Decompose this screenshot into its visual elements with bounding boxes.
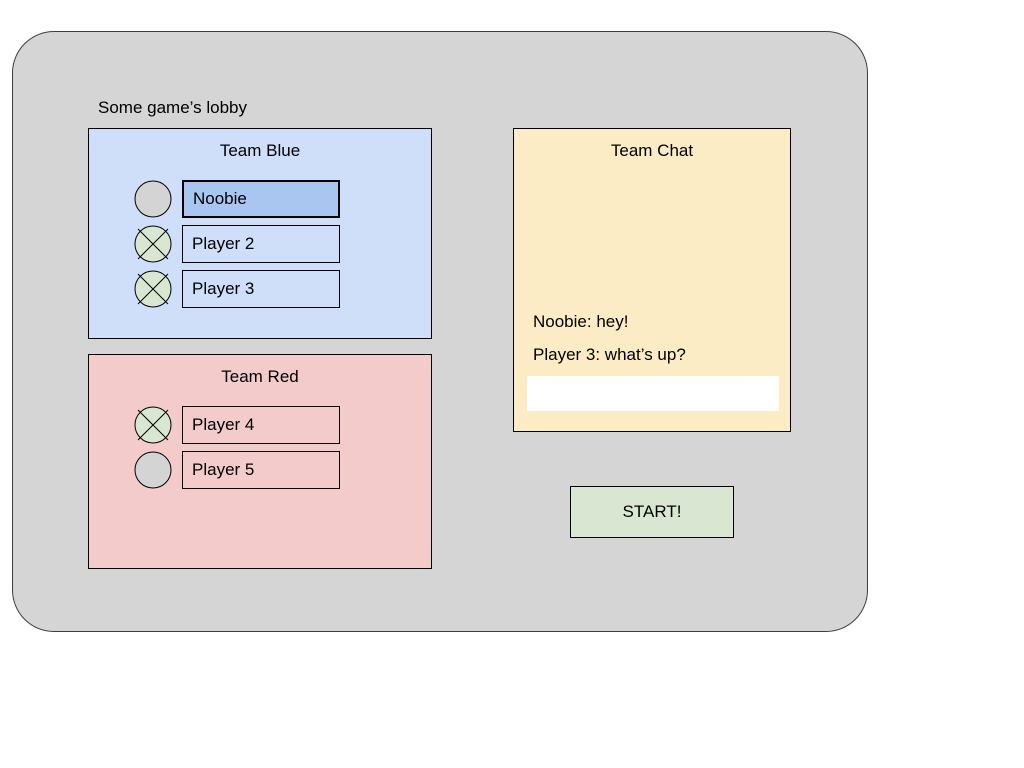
player-name: Noobie	[193, 189, 247, 208]
player-name-box[interactable]: Player 5	[182, 451, 340, 489]
chat-message: Player 3: what’s up?	[533, 345, 686, 364]
circle-empty-avatar-icon	[134, 451, 172, 489]
player-row[interactable]: Player 4	[89, 403, 431, 447]
chat-message: Noobie: hey!	[533, 312, 629, 331]
chat-input[interactable]	[527, 376, 779, 411]
player-name: Player 5	[192, 460, 255, 479]
team-blue-title: Team Blue	[219, 141, 301, 160]
team-blue-panel: Team Blue Noobie	[88, 128, 432, 339]
circle-cross-avatar-icon	[134, 406, 172, 444]
player-row[interactable]: Player 3	[89, 267, 431, 311]
team-chat-panel: Team Chat Noobie: hey! Player 3: what’s …	[513, 128, 791, 432]
chat-message-list: Noobie: hey! Player 3: what’s up?	[533, 312, 777, 365]
player-name-box[interactable]: Player 3	[182, 270, 340, 308]
circle-cross-avatar-icon	[134, 270, 172, 308]
team-red-title: Team Red	[221, 367, 299, 386]
player-name-box[interactable]: Noobie	[182, 180, 340, 218]
team-red-player-list: Player 4 Player 5	[89, 403, 431, 493]
team-chat-title: Team Chat	[610, 141, 694, 160]
player-row[interactable]: Player 5	[89, 448, 431, 492]
lobby-window: Some game’s lobby Team Blue Noobie	[12, 31, 868, 632]
player-name: Player 3	[192, 279, 255, 298]
start-button[interactable]: START!	[570, 486, 734, 538]
team-blue-player-list: Noobie Player 2	[89, 177, 431, 312]
player-name: Player 2	[192, 234, 255, 253]
player-row[interactable]: Noobie	[89, 177, 431, 221]
team-red-panel: Team Red Player 4	[88, 354, 432, 569]
player-row[interactable]: Player 2	[89, 222, 431, 266]
player-name-box[interactable]: Player 2	[182, 225, 340, 263]
player-name: Player 4	[192, 415, 255, 434]
circle-cross-avatar-icon	[134, 225, 172, 263]
circle-empty-avatar-icon	[134, 180, 172, 218]
lobby-title: Some game’s lobby	[98, 98, 247, 117]
player-name-box[interactable]: Player 4	[182, 406, 340, 444]
